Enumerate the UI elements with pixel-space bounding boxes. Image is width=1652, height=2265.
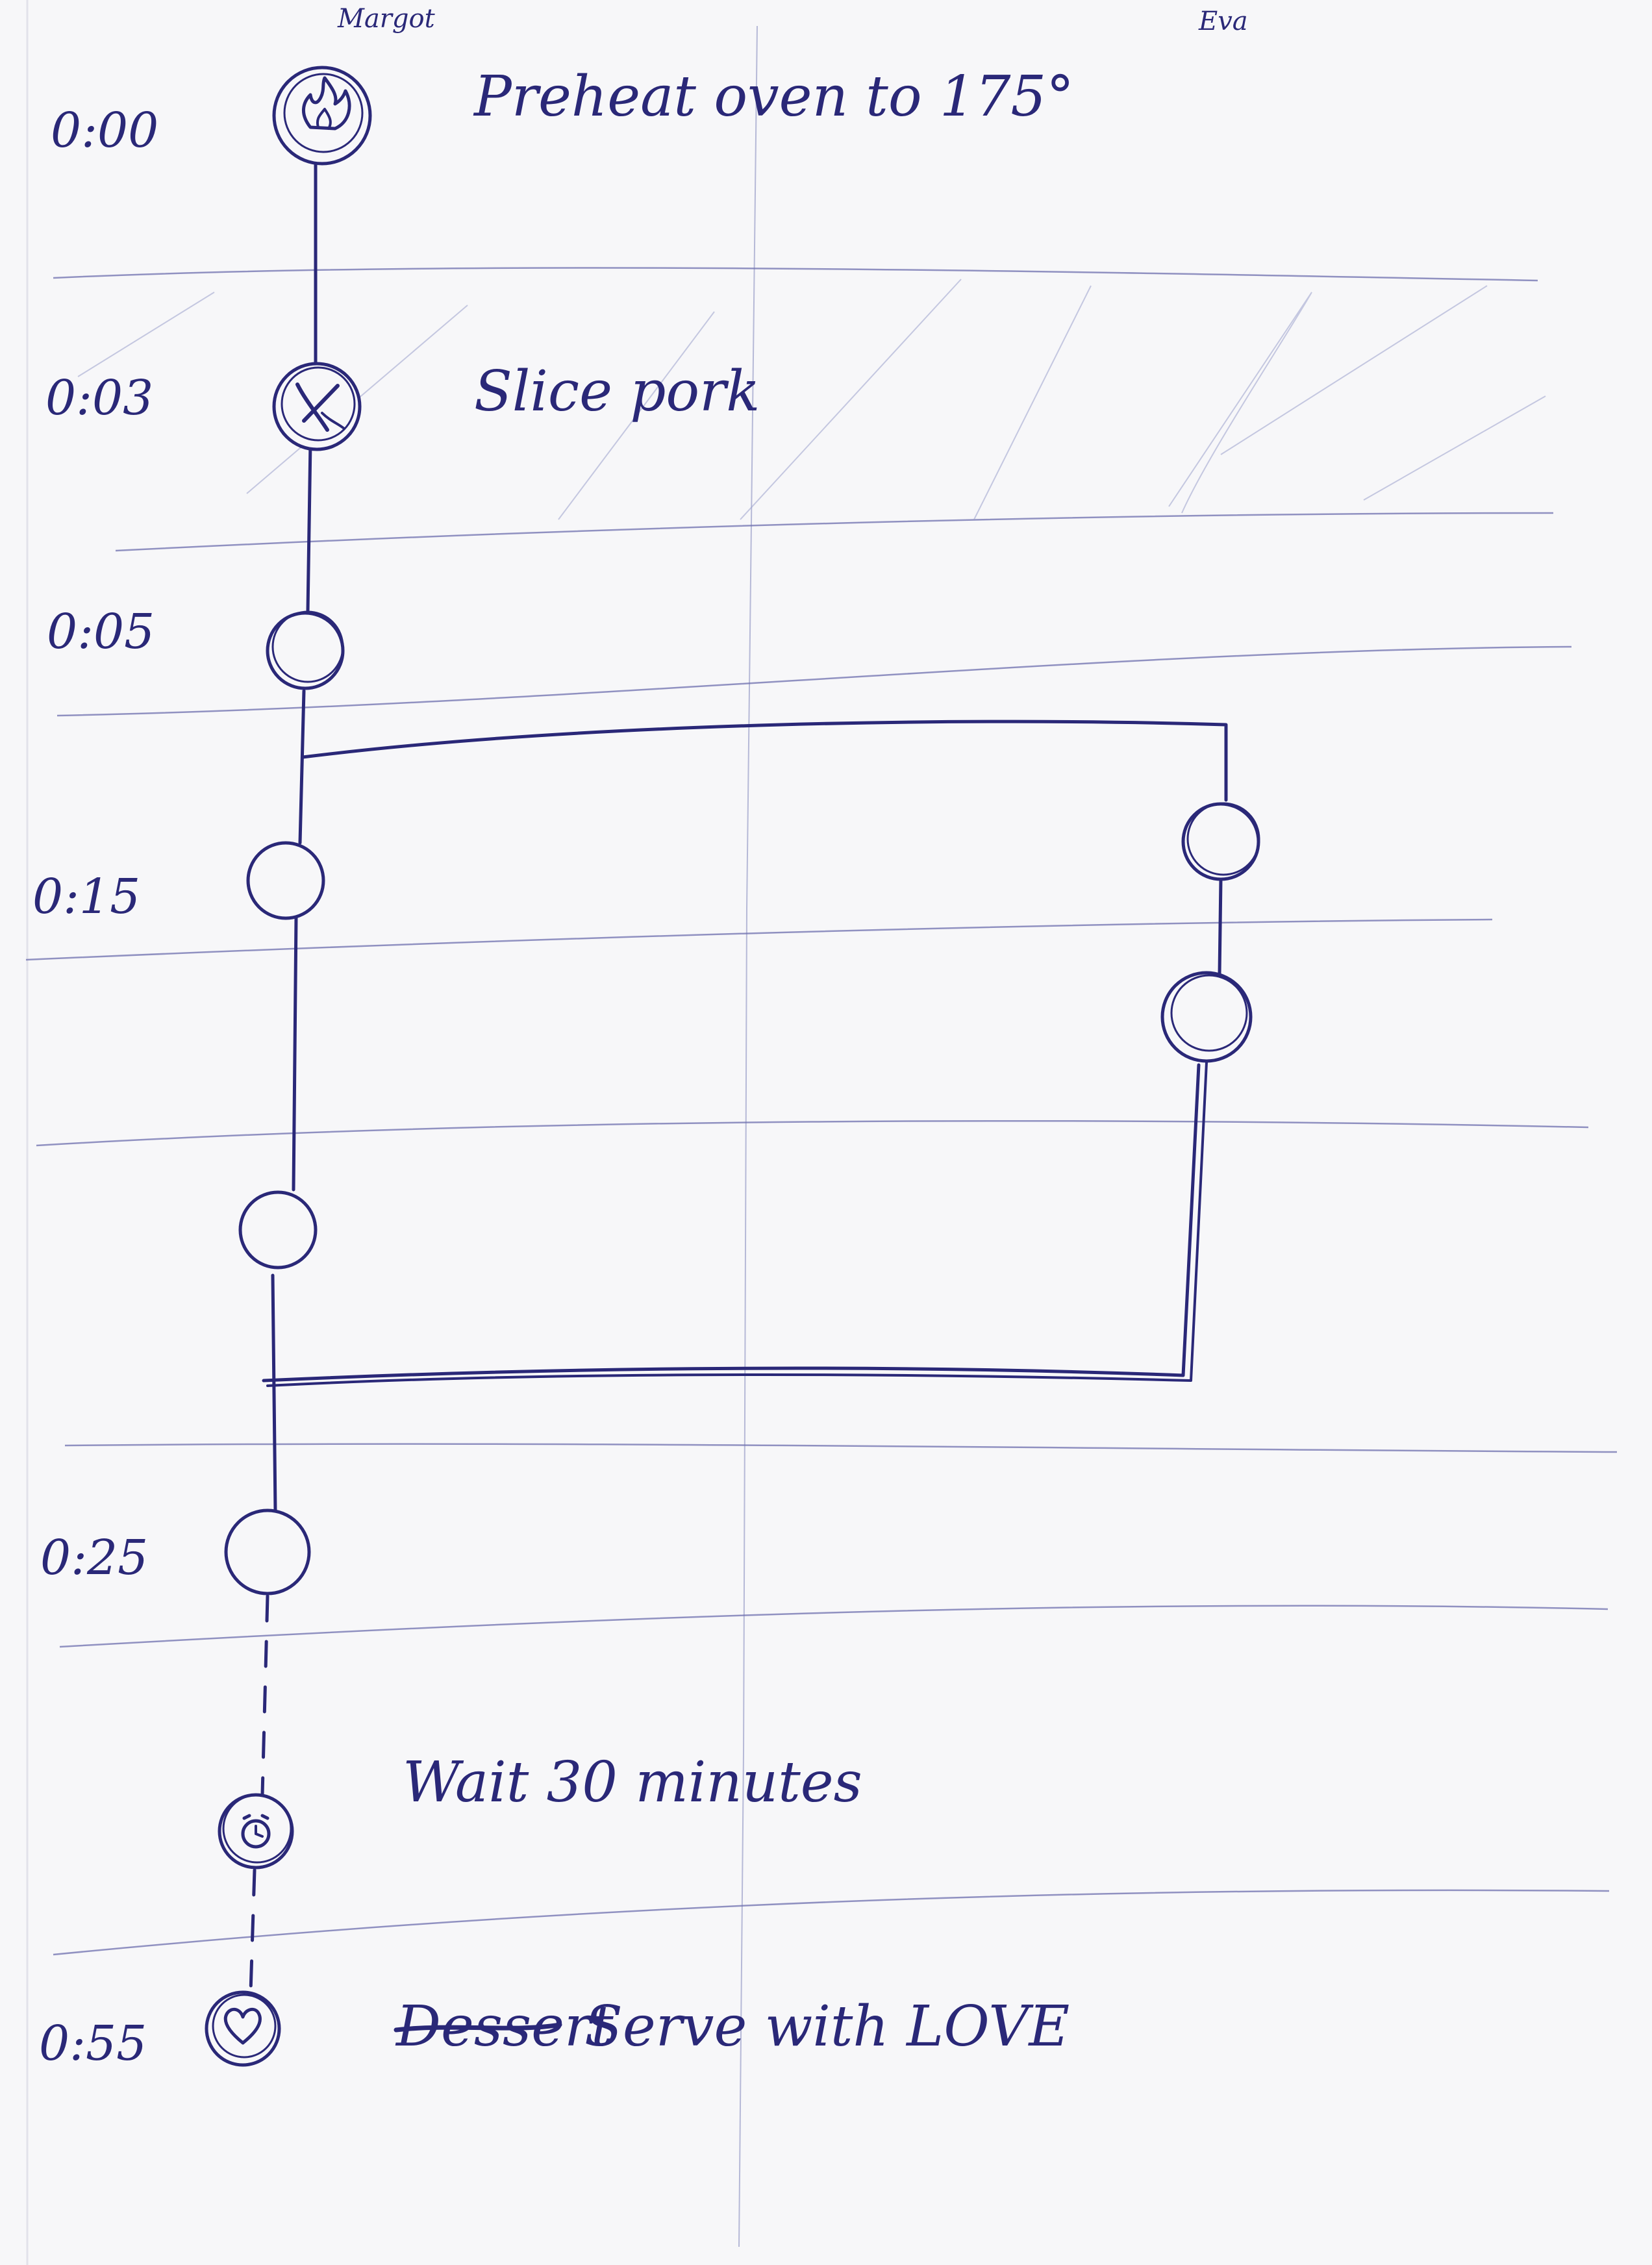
dashed-connector bbox=[249, 1868, 257, 1994]
hatch-stroke bbox=[1220, 285, 1488, 455]
struck-word: Dessert bbox=[394, 1994, 614, 2059]
ruled-line bbox=[53, 267, 1538, 282]
node-branch-b[interactable] bbox=[1160, 971, 1253, 1063]
hatched-band bbox=[77, 279, 1546, 520]
hatch-stroke bbox=[1363, 395, 1546, 501]
node-branch-a[interactable] bbox=[1181, 802, 1260, 881]
connector bbox=[271, 1273, 277, 1512]
knife-icon bbox=[295, 382, 345, 432]
hatch-stroke bbox=[973, 285, 1092, 520]
main-lane bbox=[249, 160, 318, 1994]
connector bbox=[298, 689, 306, 845]
node-main-c[interactable] bbox=[238, 1190, 318, 1270]
ruled-lines bbox=[25, 267, 1618, 1956]
node-serve[interactable] bbox=[205, 1990, 281, 2067]
time-label: 0:15 bbox=[32, 869, 140, 925]
branch-join bbox=[262, 1063, 1201, 1383]
step-label-slice: Slice pork bbox=[474, 359, 760, 424]
time-label: 0:25 bbox=[40, 1530, 148, 1586]
ruled-line bbox=[36, 1120, 1589, 1147]
hatch-stroke bbox=[77, 292, 215, 377]
ruled-line bbox=[56, 645, 1572, 717]
step-label-serve: Serve with LOVE bbox=[584, 1994, 1070, 2059]
parallel-branch bbox=[262, 720, 1228, 1387]
time-axis: 0:00 0:03 0:05 0:15 0:25 0:55 bbox=[32, 103, 158, 2071]
timeline-nodes bbox=[205, 66, 1260, 2067]
dashed-connector bbox=[260, 1594, 269, 1797]
step-label-preheat: Preheat oven to 175° bbox=[473, 64, 1074, 129]
branch-join-retrace bbox=[266, 1061, 1208, 1387]
connector bbox=[292, 915, 298, 1192]
ruled-line bbox=[25, 918, 1493, 961]
step-label-wait: Wait 30 minutes bbox=[403, 1750, 862, 1815]
flame-icon bbox=[302, 76, 351, 131]
ruled-line bbox=[59, 1605, 1608, 1648]
lane-label-margot: Margot bbox=[337, 4, 436, 34]
time-label: 0:00 bbox=[51, 103, 158, 158]
center-vertical-line bbox=[738, 25, 758, 2247]
node-0-05[interactable] bbox=[266, 610, 345, 690]
lane-label-eva: Eva bbox=[1198, 6, 1248, 36]
node-slice[interactable] bbox=[272, 362, 362, 451]
node-preheat[interactable] bbox=[272, 66, 372, 166]
time-label: 0:05 bbox=[47, 604, 155, 660]
ruled-line bbox=[53, 1889, 1610, 1956]
strike-through bbox=[394, 2022, 562, 2033]
alarm-clock-icon bbox=[241, 1814, 271, 1849]
node-0-15[interactable] bbox=[246, 841, 325, 920]
step-labels: Preheat oven to 175° Slice pork Wait 30 … bbox=[394, 64, 1074, 2059]
heart-icon bbox=[223, 2007, 262, 2045]
node-0-25[interactable] bbox=[224, 1508, 311, 1596]
time-label: 0:55 bbox=[39, 2016, 147, 2071]
hatch-stroke bbox=[1168, 292, 1312, 514]
node-wait[interactable] bbox=[218, 1793, 294, 1870]
connector bbox=[1218, 877, 1223, 976]
hatch-stroke bbox=[558, 311, 715, 520]
hatch-stroke bbox=[740, 279, 962, 520]
ruled-line bbox=[115, 512, 1554, 552]
time-label: 0:03 bbox=[45, 370, 153, 426]
ruled-line bbox=[64, 1443, 1618, 1453]
connector bbox=[306, 441, 312, 614]
branch-split bbox=[301, 720, 1228, 802]
